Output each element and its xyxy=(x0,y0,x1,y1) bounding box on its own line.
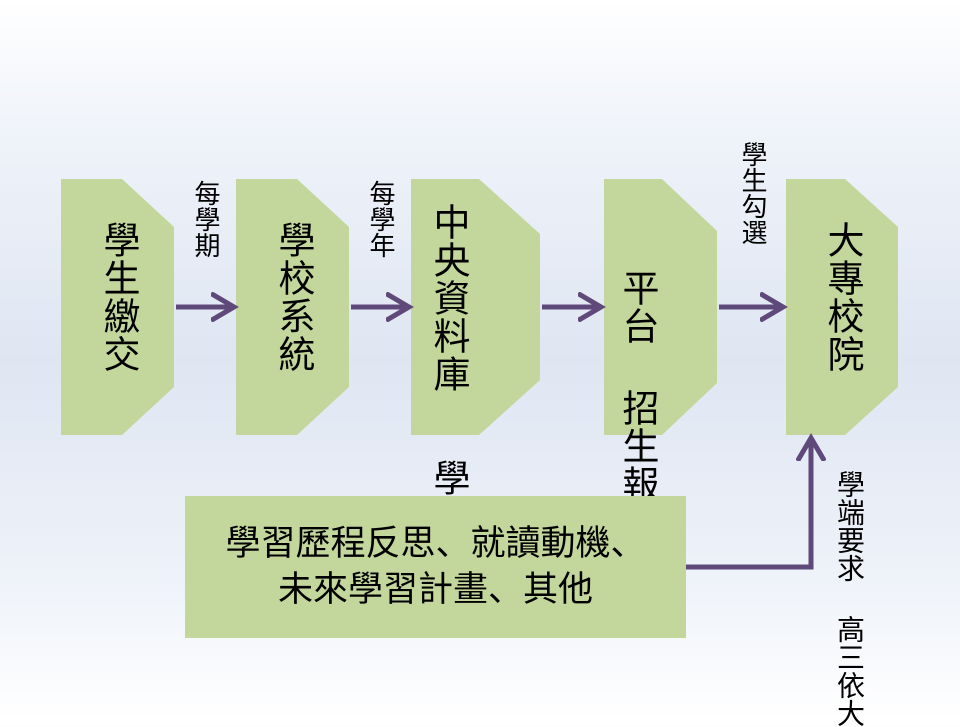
box-school-system xyxy=(236,179,349,435)
box-student-submit-text: 學生繳交 xyxy=(97,221,140,373)
edge-label-student-select: 學生勾選 xyxy=(737,141,767,245)
reflection-note-line1: 學習歷程反思、就讀動機、 xyxy=(225,524,646,564)
box-student-submit-label: 學生繳交 xyxy=(94,221,142,373)
box-admission-platform-line1: 平台 xyxy=(616,269,659,345)
box-university-label: 大專校院 xyxy=(818,221,866,373)
arrow-note-to-university xyxy=(686,440,811,570)
edge-label-each-semester: 每學期 xyxy=(190,180,220,258)
box-university xyxy=(786,179,898,435)
box-student-submit xyxy=(61,179,174,435)
box-school-system-text: 學校系統 xyxy=(272,221,315,373)
requirement-label: 學端要求 高三依大 xyxy=(830,470,868,727)
box-school-system-label: 學校系統 xyxy=(269,221,317,373)
requirement-label-line1: 學端要求 xyxy=(833,470,866,582)
requirement-label-line2: 高三依大 xyxy=(833,615,866,727)
box-admission-platform-label: 平台 招生報名 xyxy=(613,221,661,541)
box-university-text: 大專校院 xyxy=(821,221,864,373)
edge-label-each-year: 每學年 xyxy=(365,180,395,258)
box-admission-platform xyxy=(604,179,717,435)
box-central-database-line1: 中央資料庫 xyxy=(427,203,470,393)
reflection-note-box: 學習歷程反思、就讀動機、 未來學習計畫、其他 xyxy=(185,496,686,638)
box-central-database xyxy=(411,179,540,435)
reflection-note-line2: 未來學習計畫、其他 xyxy=(277,570,593,610)
